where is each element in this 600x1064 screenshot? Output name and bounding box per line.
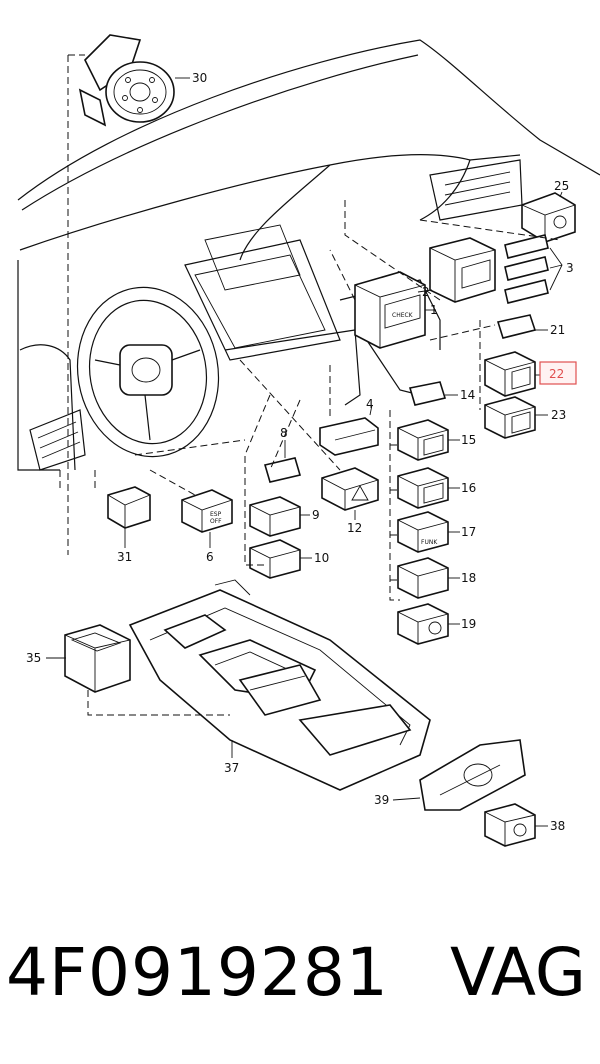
callout-25: 25 [554,179,569,193]
brand-name: VAG [449,934,586,1011]
callout-22: 22 [549,367,564,381]
part-16-switch [397,467,449,509]
steering-wheel [76,286,220,458]
part-1-check-switch-block: CHECK [354,271,426,349]
part-12-hazard-switch [321,467,379,511]
part-3-blank-covers [504,234,549,304]
part-4-strip [319,417,379,456]
callout-15: 15 [461,433,476,447]
callout-9: 9 [312,508,320,522]
callout-18: 18 [461,571,476,585]
callout-21: 21 [550,323,565,337]
callout-2: 2 [422,285,430,299]
part-2-switch-block [429,237,496,303]
part-30-light-switch [78,34,175,127]
callout-19: 19 [461,617,476,631]
callout-12: 12 [347,521,362,535]
part-15-switch [397,419,449,461]
part-22-switch [484,351,536,397]
part-17-funk-switch: FUNK [397,511,449,553]
leader-lines [46,77,563,827]
part-35-module [64,624,131,693]
part-38-switch [484,803,536,847]
callout-17: 17 [461,525,476,539]
callout-38: 38 [550,819,565,833]
part-9-switch [249,496,301,537]
part-39-panel [419,739,526,811]
part-14-blank [408,381,447,406]
callout-22-highlight-box [539,361,577,385]
part-18-switch [397,557,449,599]
callout-1: 1 [430,303,438,317]
callout-10: 10 [314,551,329,565]
callout-30: 30 [192,71,207,85]
callout-labels: 30 25 3 2 1 21 22 23 14 4 15 8 16 9 12 1… [26,71,577,833]
callout-31: 31 [117,550,132,564]
callout-16: 16 [461,481,476,495]
part-25-switch [521,192,576,243]
exploded-parts-diagram: CHECK FUNK [17,34,600,847]
center-console-37 [128,579,431,791]
callout-8: 8 [280,426,288,440]
callout-35: 35 [26,651,41,665]
part-21-blank [496,314,537,339]
footer: 4F0919281 VAG [0,940,600,1040]
callout-4: 4 [366,397,374,411]
part-23-switch [484,396,536,439]
part-19-switch [397,603,449,645]
dashboard-outline [17,39,600,471]
callout-6: 6 [206,550,214,564]
callout-39: 39 [374,793,389,807]
assembly-dashed-lines [59,54,561,716]
callout-3: 3 [566,261,574,275]
callout-14: 14 [460,388,475,402]
callout-23: 23 [551,408,566,422]
check-switch-text: CHECK [392,312,414,319]
part-31-switch [107,486,151,529]
funk-switch-text: FUNK [421,539,438,546]
callout-37: 37 [224,761,239,775]
part-10-switch [249,539,301,579]
part-8-blank [263,457,302,483]
part-number: 4F0919281 [6,934,389,1011]
